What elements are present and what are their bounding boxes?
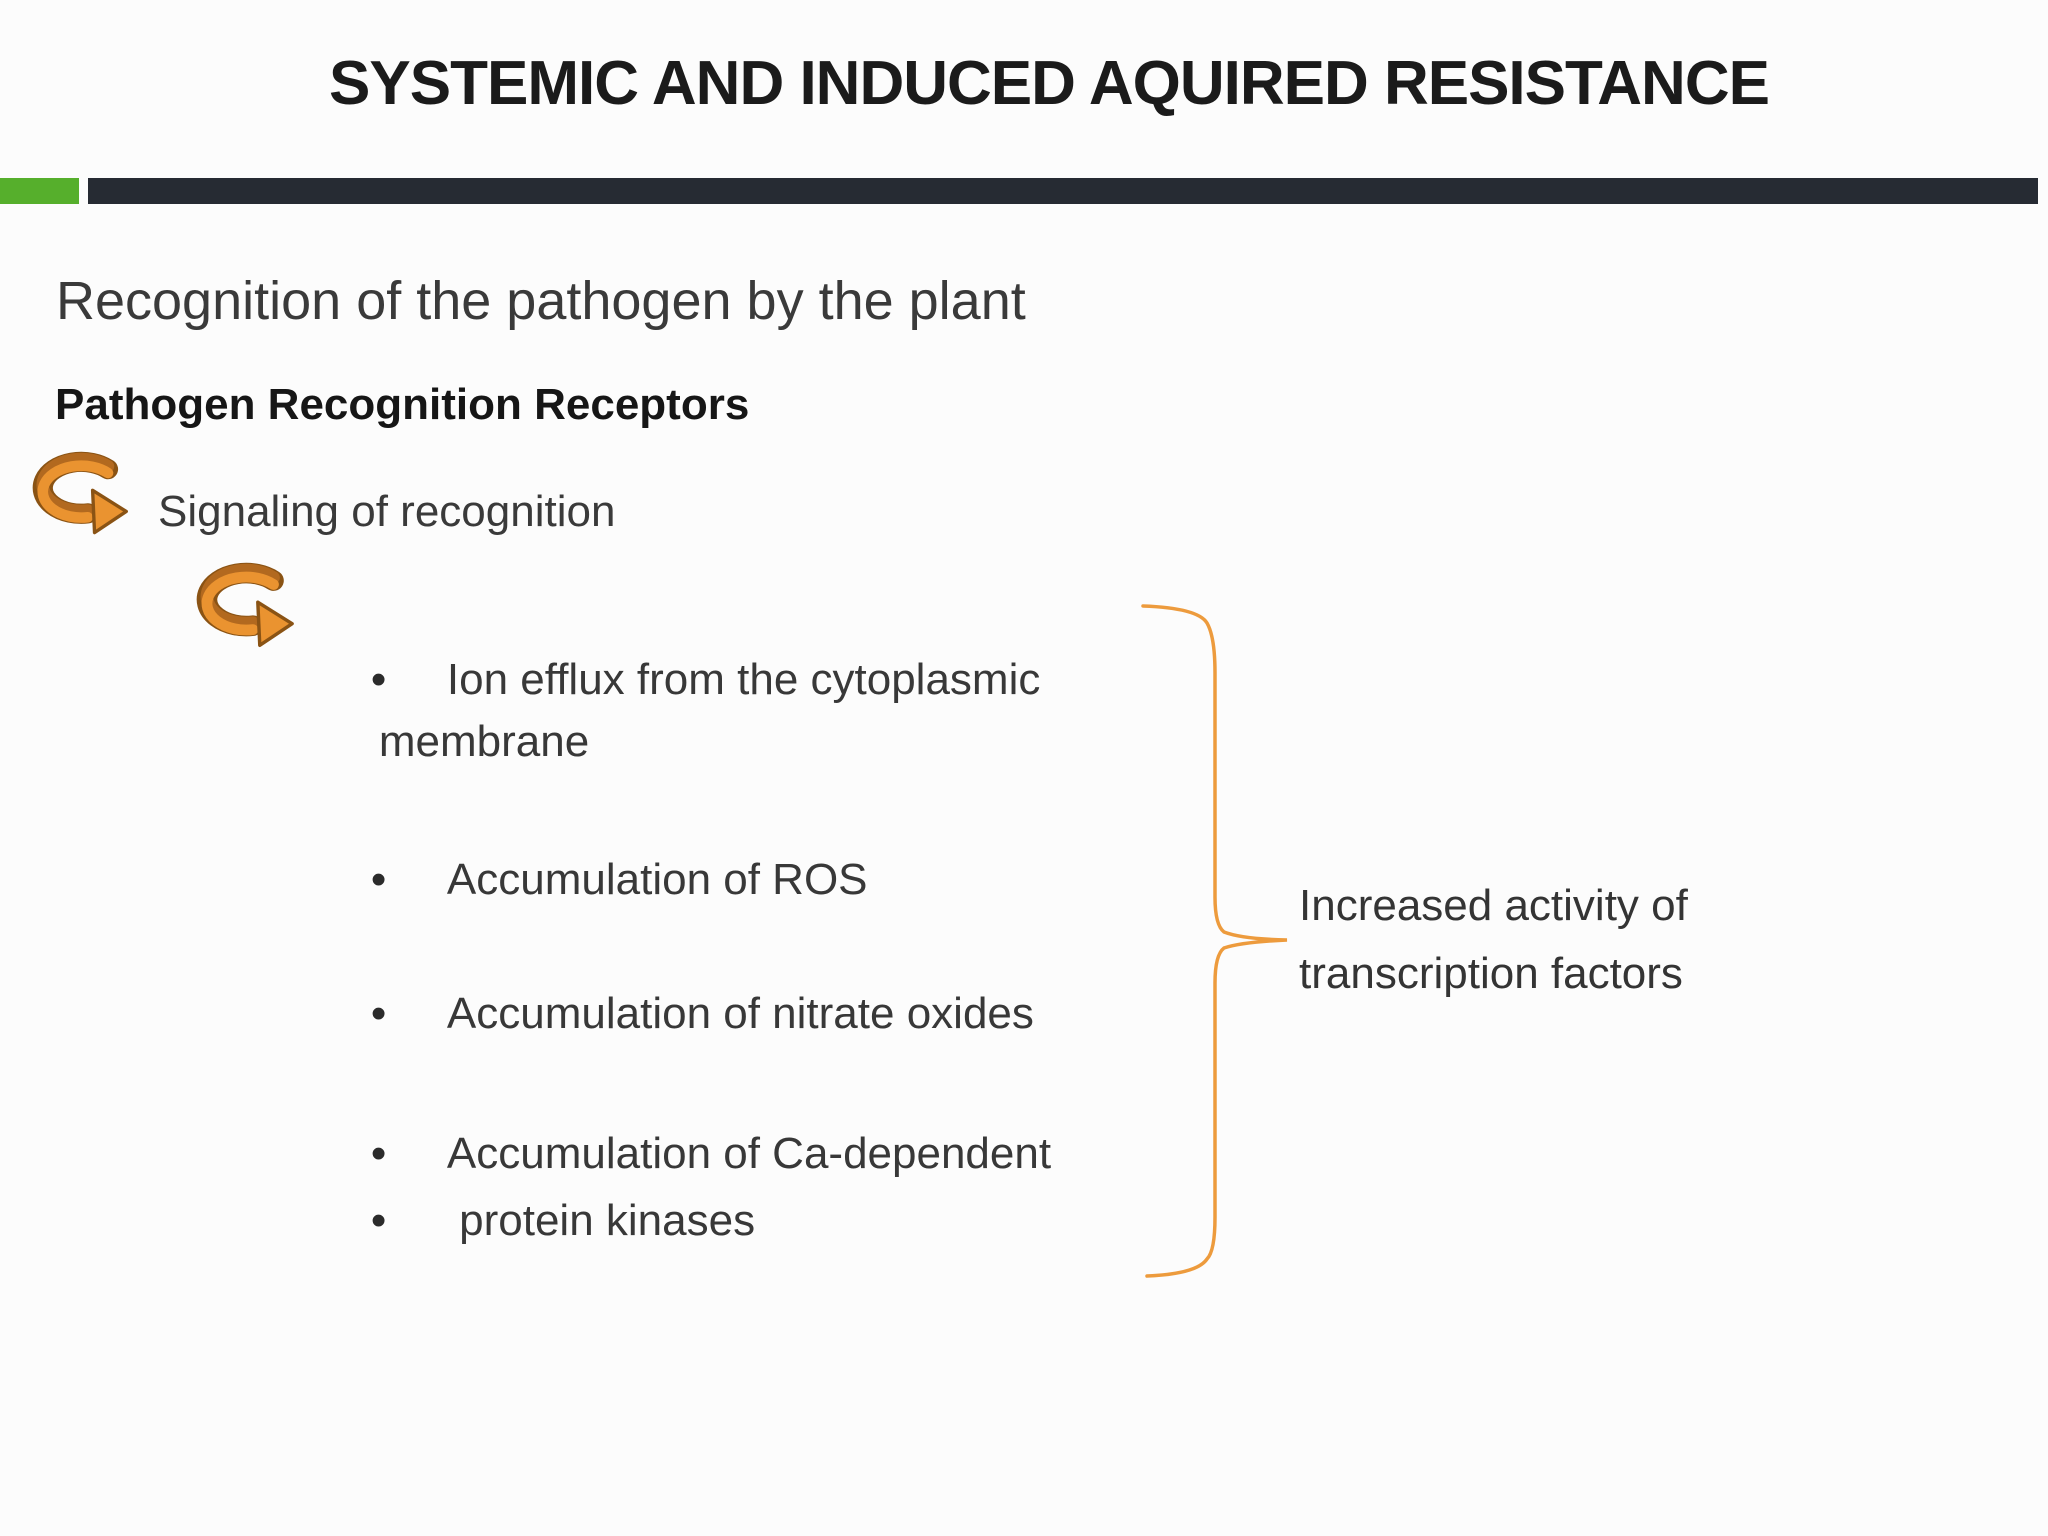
slide-title: SYSTEMIC AND INDUCED AQUIRED RESISTANCE [329, 49, 1770, 118]
list-item-text: Accumulation of ROS [446, 855, 868, 904]
list-item: • Ion efflux from the cytoplasmic [322, 584, 1040, 776]
curly-brace-icon [1141, 604, 1288, 1278]
section-heading: Recognition of the pathogen by the plant [56, 271, 1026, 331]
curved-arrow-icon [197, 568, 299, 652]
list-item-text: Accumulation of Ca-dependent [446, 1129, 1052, 1178]
bullet-icon: • [370, 655, 387, 704]
brace-label: Increased activity of transcription fact… [1299, 872, 1688, 1008]
list-item-text: Ion efflux from the cytoplasmic [446, 655, 1041, 704]
list-item-text: membrane [378, 717, 590, 766]
list-item: • protein kinases [322, 1125, 755, 1317]
list-item: • Accumulation of ROS [322, 784, 868, 976]
accent-bar-dark [88, 178, 2038, 204]
bullet-icon: • [370, 1129, 387, 1178]
bullet-icon: • [370, 1196, 387, 1245]
bullet-icon: • [370, 855, 387, 904]
list-item: • Accumulation of Ca-dependent [322, 1058, 1051, 1250]
brace-label-line1: Increased activity of [1299, 881, 1688, 930]
brace-label-line2: transcription factors [1299, 949, 1683, 998]
list-item-text: protein kinases [446, 1196, 756, 1245]
list-item-text: Accumulation of nitrate oxides [446, 989, 1034, 1038]
list-item: • Accumulation of nitrate oxides [322, 918, 1034, 1110]
curved-arrow-icon [33, 456, 133, 540]
accent-bar-green [0, 178, 79, 204]
receptors-subheading: Pathogen Recognition Receptors [55, 380, 750, 429]
bullet-icon: • [370, 989, 387, 1038]
list-item: membrane [330, 646, 589, 838]
signaling-label: Signaling of recognition [158, 487, 616, 536]
